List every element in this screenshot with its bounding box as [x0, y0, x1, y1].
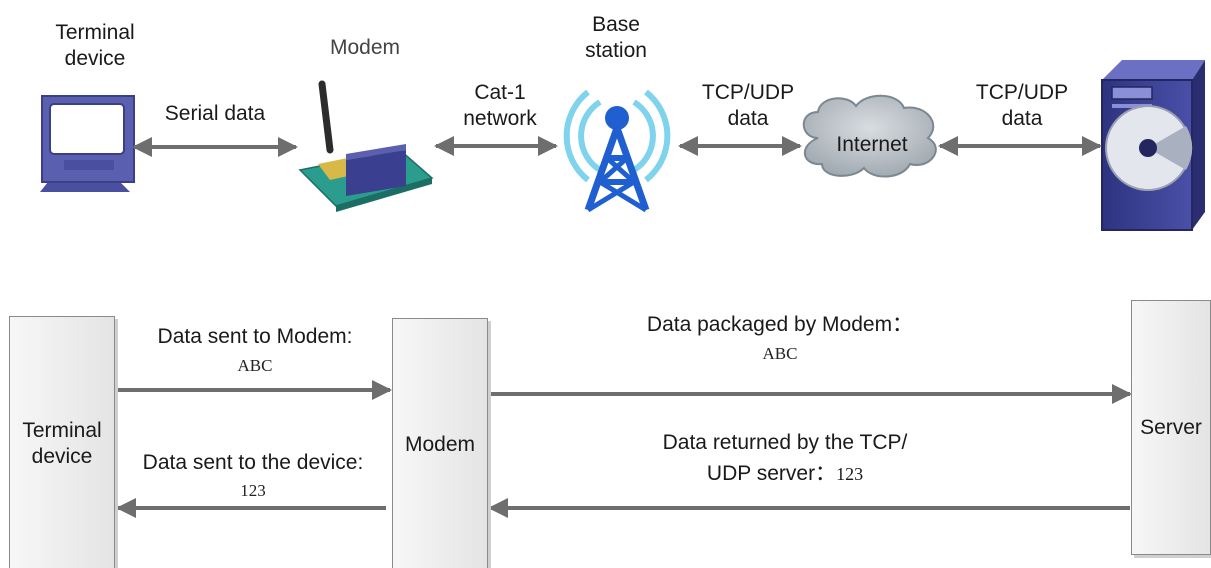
returned-by-server-label-line1: Data returned by the TCP/	[662, 431, 908, 454]
tcp-udp-right-label-text: TCP/UDP data	[975, 81, 1069, 130]
cat1-network-label-text: Cat-1 network	[463, 81, 537, 130]
packaged-by-modem-value: ABC	[762, 344, 798, 363]
modem-box-label: Modem	[404, 433, 476, 456]
terminal-device-box-label: Terminal device	[22, 419, 102, 468]
returned-by-server-label-text: UDP server：	[706, 462, 837, 485]
tcp-udp-left-label-text: TCP/UDP data	[701, 81, 795, 130]
returned-by-server-label-line2: UDP server：123	[620, 461, 950, 487]
base-station-icon	[563, 89, 671, 213]
server-box: Server	[1131, 300, 1211, 555]
tcp-udp-left-label: TCP/UDP data	[680, 80, 816, 132]
computer-icon	[40, 95, 135, 192]
base-station-label: Base station	[556, 12, 676, 64]
server-icon	[1101, 60, 1205, 231]
sent-to-modem-label: Data sent to Modem:	[157, 325, 353, 348]
cat1-network-label: Cat-1 network	[440, 80, 560, 132]
modem-label: Modem	[329, 36, 401, 59]
modem-icon	[298, 80, 434, 212]
terminal-device-label: Terminal device	[20, 20, 170, 72]
cloud-icon	[802, 94, 937, 178]
modem-box: Modem	[392, 318, 488, 568]
terminal-device-box: Terminal device	[9, 316, 115, 568]
returned-by-server-value: 123	[836, 464, 864, 484]
sent-to-modem-value: ABC	[237, 356, 273, 375]
sent-to-device-label: Data sent to the device:	[142, 451, 364, 474]
internet-label: Internet	[836, 133, 908, 156]
terminal-device-label-text: Terminal device	[55, 21, 135, 70]
base-station-label-text: Base station	[585, 13, 647, 62]
server-box-label: Server	[1140, 415, 1202, 439]
tcp-udp-right-label: TCP/UDP data	[954, 80, 1090, 132]
packaged-by-modem-label: Data packaged by Modem：	[646, 313, 914, 336]
sent-to-device-value: 123	[240, 481, 266, 500]
serial-data-label: Serial data	[164, 102, 266, 125]
